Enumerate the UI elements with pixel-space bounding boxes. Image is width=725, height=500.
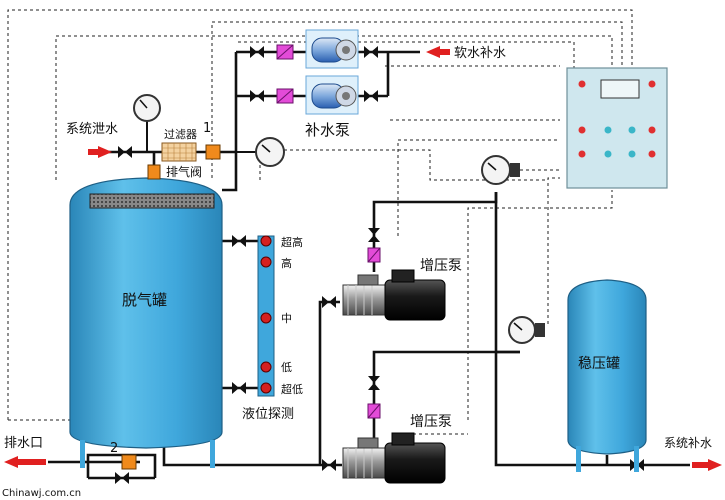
signal-lines: [7, 9, 633, 450]
makeup-pump-label: 补水泵: [305, 121, 350, 139]
level-dot-high: [260, 256, 272, 268]
level-dot-super-low: [260, 382, 272, 394]
panel-led-6: [648, 150, 656, 158]
deaerator-tank-label: 脱气罐: [122, 291, 167, 309]
panel-button-1: [604, 126, 612, 134]
check-valves: [276, 44, 381, 419]
system-relief-label: 系统泄水: [66, 122, 118, 137]
vent-valve: 排气阀: [147, 164, 202, 180]
booster-pump-bottom: 增压泵: [342, 414, 452, 484]
makeup-pump-2: [305, 75, 359, 115]
pressure-gauge-discharge: [481, 155, 520, 185]
valve-makeup-1-out: [364, 46, 378, 58]
drain-outlet-label: 排水口: [4, 436, 43, 451]
panel-led-1: [578, 80, 586, 88]
drain-fitting: [121, 454, 137, 470]
level-high-label: 高: [281, 256, 292, 270]
valve-drain-bypass: [115, 472, 129, 484]
valve-probe-top: [232, 235, 246, 247]
pressure-gauge-makeup: [236, 137, 285, 167]
filter-outlet-fitting: [205, 144, 221, 160]
vent-valve-label: 排气阀: [166, 164, 202, 179]
panel-button-4: [628, 150, 636, 158]
makeup-pump-1: [305, 29, 359, 69]
panel-led-4: [648, 126, 656, 134]
level-dot-low: [260, 361, 272, 373]
soft-water-makeup-label: 软水补水: [454, 46, 506, 61]
soft-water-inlet: 软水补水: [426, 46, 506, 61]
panel-button-3: [604, 150, 612, 158]
level-dot-super-high: [260, 235, 272, 247]
drain-outlet: 排水口 2: [4, 436, 137, 470]
panel-button-2: [628, 126, 636, 134]
level-super-high-label: 超高: [281, 235, 303, 249]
valve-probe-bottom: [232, 382, 246, 394]
valve-relief: [118, 146, 132, 158]
deaerator-tank: 脱气罐: [69, 177, 223, 468]
level-probe-label: 液位探测: [242, 407, 294, 422]
level-probe: 超高 高 中 低 超低 液位探测: [242, 235, 303, 422]
valve-booster-bottom-out: [368, 376, 380, 390]
valve-makeup-1-in: [250, 46, 264, 58]
level-mid-label: 中: [281, 312, 292, 325]
booster-pump-top: 增压泵: [342, 258, 462, 321]
booster-pump-top-label: 增压泵: [420, 258, 462, 274]
filter: 过滤器 1: [161, 121, 221, 162]
pressure-gauge-pressure-tank: [508, 316, 545, 344]
level-super-low-label: 超低: [281, 382, 303, 396]
panel-led-3: [578, 126, 586, 134]
valve-makeup-2-in: [250, 90, 264, 102]
valve-booster-top-out: [368, 228, 380, 242]
pressure-tank: 稳压罐: [567, 279, 647, 472]
pressure-gauge-relief: [133, 94, 161, 152]
valve-booster-bottom-in: [322, 459, 336, 471]
booster-pump-bottom-label: 增压泵: [410, 414, 452, 430]
filter-label: 过滤器: [164, 128, 197, 141]
marker-2: 2: [110, 441, 118, 456]
control-panel-screen: [600, 79, 640, 99]
watermark: Chinawj.com.cn: [2, 488, 81, 499]
panel-led-2: [648, 80, 656, 88]
pressure-tank-label: 稳压罐: [578, 356, 620, 372]
marker-1: 1: [203, 121, 211, 136]
system-makeup-label: 系统补水: [664, 436, 712, 450]
system-relief-inlet: 系统泄水: [66, 122, 118, 158]
control-panel: [566, 67, 668, 189]
system-makeup-outlet: 系统补水: [664, 436, 722, 471]
panel-led-5: [578, 150, 586, 158]
valve-booster-top-in: [322, 296, 336, 308]
level-low-label: 低: [281, 361, 292, 374]
level-dot-mid: [260, 312, 272, 324]
valve-makeup-2-out: [364, 90, 378, 102]
